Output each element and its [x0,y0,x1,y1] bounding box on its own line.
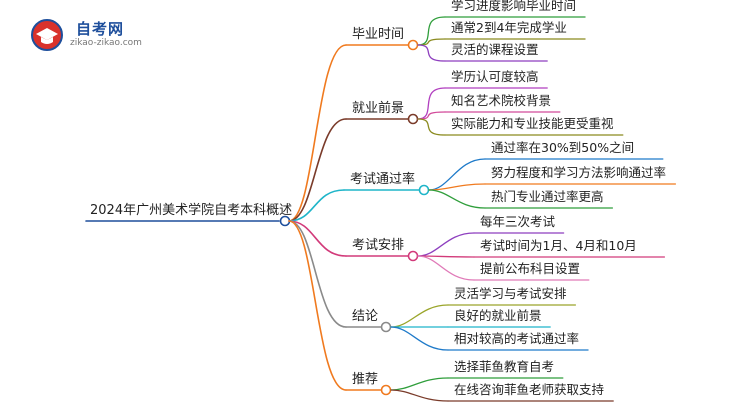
leaf-topic[interactable]: 知名艺术院校背景 [451,93,552,108]
branch-connector [288,189,345,222]
logo-url: zikao-zikao.com [70,38,142,48]
branch-connector [288,220,347,257]
branch-node-handle[interactable] [418,184,430,196]
leaf-connector [417,118,446,136]
branch-node-handle[interactable] [380,384,392,396]
leaf-topic[interactable]: 实际能力和专业技能更受重视 [451,116,614,131]
leaf-connector [390,377,449,391]
leaf-topic[interactable]: 学历认可度较高 [451,69,539,84]
leaf-topic[interactable]: 选择菲鱼教育自考 [454,359,555,374]
leaf-topic[interactable]: 努力程度和学习方法影响通过率 [491,165,667,180]
branch-connector [288,44,347,222]
leaf-connector [390,326,449,351]
leaf-topic[interactable]: 通常2到4年完成学业 [451,20,567,35]
branch-node-handle[interactable] [407,39,419,51]
graduation-cap-icon [31,19,63,51]
leaf-topic[interactable]: 通过率在30%到50%之间 [491,140,635,155]
leaf-topic[interactable]: 热门专业通过率更高 [491,189,604,204]
leaf-topic[interactable]: 灵活学习与考试安排 [454,286,567,301]
leaf-connector [428,158,486,191]
leaf-connector [390,304,449,328]
leaf-connector [417,44,446,62]
site-logo[interactable]: 自考网 zikao-zikao.com [30,16,150,52]
branch-topic[interactable]: 毕业时间 [352,27,405,42]
leaf-topic[interactable]: 提前公布科目设置 [480,261,581,276]
branch-topic[interactable]: 结论 [352,309,379,324]
branch-node-handle[interactable] [380,321,392,333]
leaf-connector [428,189,486,209]
leaf-connector [417,232,475,257]
leaf-topic[interactable]: 考试时间为1月、4月和10月 [480,238,637,253]
leaf-topic[interactable]: 在线咨询菲鱼老师获取支持 [454,382,605,397]
branch-connector [288,220,347,328]
branch-topic[interactable]: 推荐 [352,372,379,387]
branch-topic[interactable]: 考试通过率 [350,172,416,187]
branch-node-handle[interactable] [407,250,419,262]
branch-connector [288,220,347,391]
branch-topic[interactable]: 考试安排 [352,238,405,253]
logo-title: 自考网 [76,20,125,38]
branch-topic[interactable]: 就业前景 [352,101,405,116]
leaf-topic[interactable]: 每年三次考试 [480,214,556,229]
leaf-connector [417,255,475,281]
leaf-connector [390,389,449,402]
branch-node-handle[interactable] [407,113,419,125]
leaf-connector [428,183,486,191]
branch-connector [288,118,347,222]
leaf-topic[interactable]: 学习进度影响毕业时间 [451,0,577,13]
leaf-topic[interactable]: 灵活的课程设置 [451,42,539,57]
leaf-connector [417,87,446,120]
leaf-topic[interactable]: 良好的就业前景 [454,308,542,323]
leaf-topic[interactable]: 相对较高的考试通过率 [454,331,580,346]
root-topic[interactable]: 2024年广州美术学院自考本科概述 [90,203,293,218]
leaf-connector [417,16,446,46]
